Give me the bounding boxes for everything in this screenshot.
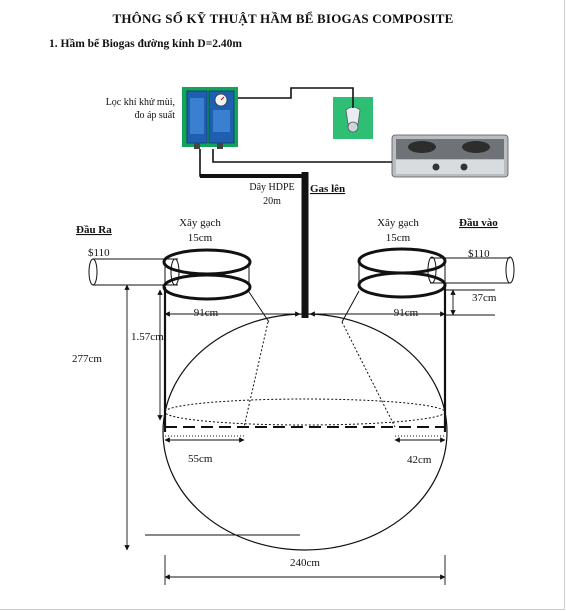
inlet-label: Đầu vào: [459, 217, 498, 229]
brick-left-line2: 15cm: [188, 232, 213, 244]
dim-277: 277cm: [72, 353, 102, 365]
dimension-lines: [124, 284, 495, 585]
hose-label-line2: 20m: [263, 196, 281, 207]
outlet-manhole: [162, 248, 270, 420]
dim-240: 240cm: [290, 557, 320, 569]
dim-37: 37cm: [472, 292, 497, 304]
gas-filter-device-icon: [182, 87, 238, 149]
gas-valve-icon: [333, 97, 373, 139]
brick-right-line1: Xây gạch: [377, 217, 419, 229]
pipe-left-label: $110: [88, 247, 110, 259]
hose-label-line1: Dây HDPE: [249, 182, 294, 193]
page-title: THÔNG SỐ KỸ THUẬT HẦM BỂ BIOGAS COMPOSIT…: [112, 11, 454, 26]
dim-91-left: 91cm: [194, 307, 219, 319]
gas-up-label: Gas lên: [310, 183, 345, 195]
gas-stove-icon: [391, 134, 509, 178]
biogas-tank: [162, 313, 448, 551]
dim-55: 55cm: [188, 453, 213, 465]
dim-42: 42cm: [407, 454, 432, 466]
outlet-label: Đầu Ra: [76, 224, 112, 236]
pipe-right-label: $110: [468, 248, 490, 260]
brick-right-line2: 15cm: [386, 232, 411, 244]
dim-157: 1.57cm: [131, 331, 164, 343]
inlet-manhole: [341, 247, 447, 420]
brick-left-line1: Xây gạch: [179, 217, 221, 229]
filter-label-line2: đo áp suất: [134, 110, 175, 121]
section-subtitle: 1. Hầm bể Biogas đường kính D=2.40m: [49, 38, 242, 50]
filter-label-line1: Lọc khí khử mùi,: [106, 97, 175, 108]
dim-91-right: 91cm: [394, 307, 419, 319]
